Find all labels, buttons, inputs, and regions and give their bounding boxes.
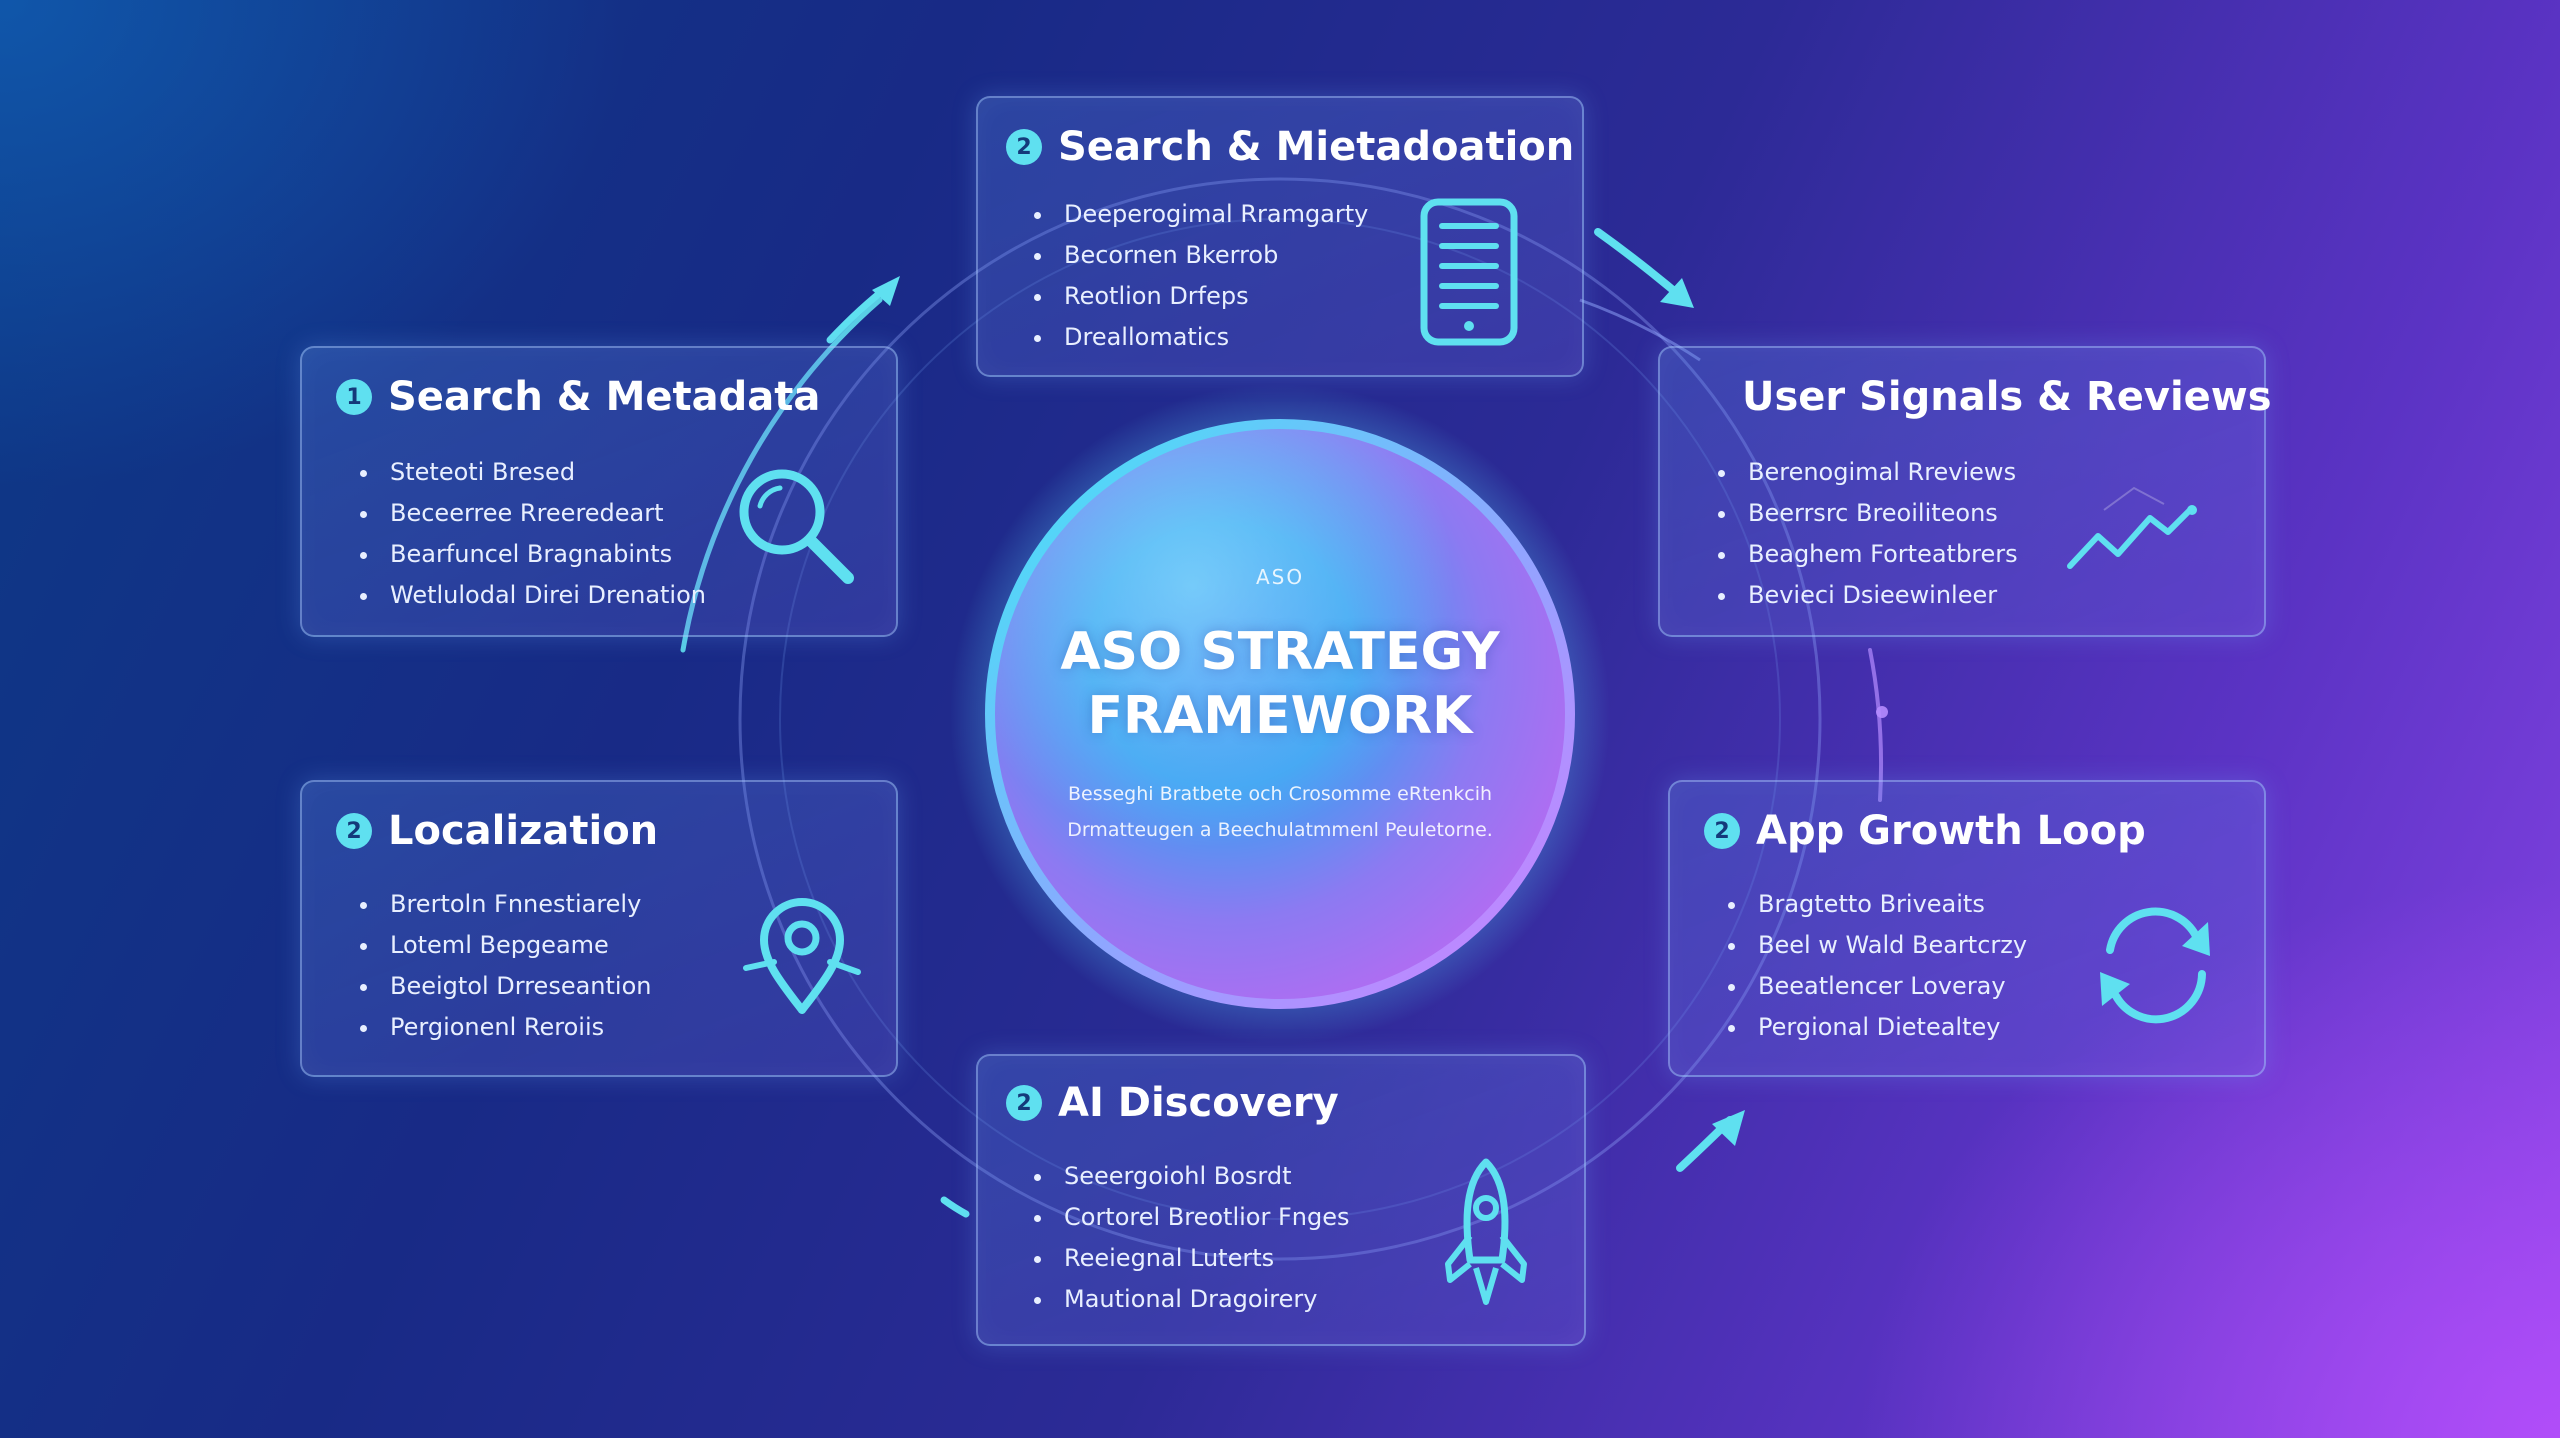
arrow-bottom-right	[1676, 1110, 1745, 1172]
arrow-upper-left	[826, 276, 900, 344]
list-item: Berenogimal Rreviews	[1718, 452, 2018, 493]
list-item: Seeergoiohl Bosrdt	[1034, 1156, 1350, 1197]
list-item: Dreallomatics	[1034, 317, 1368, 358]
card-bullet-list: Bragtetto Briveaits Beel w Wald Beartcrz…	[1728, 884, 2027, 1048]
card-bullet-list: Berenogimal Rreviews Beerrsrc Breoiliteo…	[1718, 452, 2018, 616]
card-bullet-list: Steteoti Bresed Beceerree Rreeredeart Be…	[360, 452, 706, 616]
card-title: Search & Metadata	[388, 374, 821, 420]
ring-dot	[1876, 706, 1888, 718]
card-search-mietadoation: 2 Search & Mietadoation Deeperogimal Rra…	[976, 96, 1584, 377]
card-bullet-list: Deeperogimal Rramgarty Becornen Bkerrob …	[1034, 194, 1368, 358]
arc-right-violet	[1868, 648, 1884, 802]
arc-left-cyan	[680, 297, 883, 653]
orb-rim	[985, 419, 1575, 1009]
inner-ring	[779, 218, 1781, 1220]
arrow-lower-left	[940, 1196, 970, 1218]
card-title-row: 1 Search & Metadata	[336, 374, 820, 420]
magnifier-icon	[739, 469, 854, 584]
connector-ring	[738, 177, 1822, 1261]
list-item: Pergionenl Reroiis	[360, 1007, 651, 1048]
list-item: Beerrsrc Breoiliteons	[1718, 493, 2018, 534]
list-item: Loteml Bepgeame	[360, 925, 651, 966]
list-item: Steteoti Bresed	[360, 452, 706, 493]
list-item: Reotlion Drfeps	[1034, 276, 1368, 317]
trend-line-icon	[2067, 486, 2197, 569]
list-item: Mautional Dragoirery	[1034, 1279, 1350, 1320]
list-item: Bearfuncel Bragnabints	[360, 534, 706, 575]
card-title: Localization	[388, 808, 659, 854]
center-subtitle: Besseghi Bratbete och Crosomme eRtenkcih…	[1067, 783, 1493, 841]
card-title: Search & Mietadoation	[1058, 124, 1575, 170]
card-title-row: 2 App Growth Loop	[1704, 808, 2146, 854]
card-app-growth-loop: 2 App Growth Loop Bragtetto Briveaits Be…	[1668, 780, 2266, 1077]
center-eyebrow: ASO	[1255, 565, 1305, 589]
list-item: Cortorel Breotlior Fnges	[1034, 1197, 1350, 1238]
list-item: Beel w Wald Beartcrzy	[1728, 925, 2027, 966]
list-item: Bragtetto Briveaits	[1728, 884, 2027, 925]
card-search-metadata: 1 Search & Metadata Steteoti Bresed Bece…	[300, 346, 898, 637]
arrow-top-right	[1594, 228, 1694, 308]
list-item: Beeigtol Drreseantion	[360, 966, 651, 1007]
list-item: Wetlulodal Direi Drenation	[360, 575, 706, 616]
step-badge: 2	[1006, 1085, 1042, 1121]
card-title-row: User Signals & Reviews	[1742, 374, 2272, 420]
orb-highlight	[990, 424, 1570, 1004]
card-title: AI Discovery	[1058, 1080, 1339, 1126]
card-bullet-list: Seeergoiohl Bosrdt Cortorel Breotlior Fn…	[1034, 1156, 1350, 1320]
map-pin-icon	[743, 898, 861, 1014]
list-item: Reeiegnal Luterts	[1034, 1238, 1350, 1279]
card-ai-discovery: 2 AI Discovery Seeergoiohl Bosrdt Cortor…	[976, 1054, 1586, 1346]
card-title-row: 2 Localization	[336, 808, 658, 854]
card-title: App Growth Loop	[1756, 808, 2146, 854]
center-title: ASO STRATEGY FRAMEWORK	[1060, 622, 1500, 746]
list-item: Becornen Bkerrob	[1034, 235, 1368, 276]
smartphone-icon	[1420, 198, 1518, 346]
card-title-row: 2 AI Discovery	[1006, 1080, 1339, 1126]
list-item: Brertoln Fnnestiarely	[360, 884, 651, 925]
step-badge: 2	[336, 813, 372, 849]
card-title: User Signals & Reviews	[1742, 374, 2272, 420]
list-item: Bevieci Dsieewinleer	[1718, 575, 2018, 616]
card-user-signals-reviews: User Signals & Reviews Berenogimal Rrevi…	[1658, 346, 2272, 637]
step-badge: 2	[1006, 129, 1042, 165]
list-item: Beaghem Forteatbrers	[1718, 534, 2018, 575]
step-badge: 2	[1704, 813, 1740, 849]
card-bullet-list: Brertoln Fnnestiarely Loteml Bepgeame Be…	[360, 884, 651, 1048]
step-badge: 1	[336, 379, 372, 415]
card-localization: 2 Localization Brertoln Fnnestiarely Lot…	[300, 780, 898, 1077]
list-item: Pergional Dietealtey	[1728, 1007, 2027, 1048]
list-item: Beceerree Rreeredeart	[360, 493, 706, 534]
refresh-loop-icon	[2100, 907, 2210, 1024]
center-label: ASO ASO STRATEGY FRAMEWORK Besseghi Brat…	[980, 430, 1580, 1000]
rocket-icon	[1445, 1158, 1527, 1305]
list-item: Deeperogimal Rramgarty	[1034, 194, 1368, 235]
card-title-row: 2 Search & Mietadoation	[1006, 124, 1574, 170]
arc-upper-right	[1579, 298, 1701, 362]
list-item: Beeatlencer Loveray	[1728, 966, 2027, 1007]
